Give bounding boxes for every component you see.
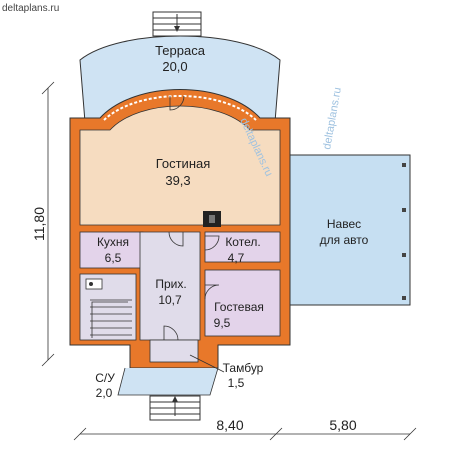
kitchen-name: Кухня xyxy=(97,235,129,249)
kitchen-area-value: 6,5 xyxy=(105,251,122,265)
height-dimension xyxy=(41,81,55,367)
chimney-flue xyxy=(209,215,215,223)
wc-name: С/У xyxy=(95,371,115,385)
vestibule-name: Тамбур xyxy=(223,361,264,375)
kitchen-room xyxy=(79,231,144,269)
site-label: deltaplans.ru xyxy=(2,3,59,14)
boiler-name: Котел. xyxy=(225,235,260,249)
living-name: Гостиная xyxy=(156,156,211,171)
terrace-name: Терраса xyxy=(155,43,206,58)
width-dimension xyxy=(73,427,417,441)
wc-area-value: 2,0 xyxy=(96,386,113,400)
wc-fixture xyxy=(85,278,103,290)
staircase xyxy=(90,299,132,338)
width-house-label: 8,40 xyxy=(216,417,243,433)
bay-windows xyxy=(103,95,257,121)
entrance-porch xyxy=(117,367,219,421)
boiler-area-value: 4,7 xyxy=(228,251,245,265)
living-area-value: 39,3 xyxy=(165,173,190,188)
terrace-steps xyxy=(152,11,202,37)
vestibule-room xyxy=(149,339,199,363)
hall-room xyxy=(139,231,201,341)
vestibule-leader xyxy=(189,354,225,373)
carport-label-line2: для авто xyxy=(320,233,369,247)
boiler-room xyxy=(204,231,281,263)
vestibule-area-value: 1,5 xyxy=(228,376,245,390)
living-room xyxy=(79,105,281,226)
width-carport-label: 5,80 xyxy=(329,417,356,433)
guest-name: Гостевая xyxy=(214,300,264,314)
hall-area-value: 10,7 xyxy=(158,293,182,307)
watermark-2: deltaplans.ru xyxy=(321,86,344,150)
height-dimension-label: 11,80 xyxy=(31,207,47,241)
hall-name: Прих. xyxy=(155,277,186,291)
carport-posts xyxy=(402,163,406,300)
terrace-area-value: 20,0 xyxy=(162,59,187,74)
carport-label-line1: Навес xyxy=(327,217,361,231)
guest-room xyxy=(204,269,281,337)
guest-area-value: 9,5 xyxy=(214,316,231,330)
